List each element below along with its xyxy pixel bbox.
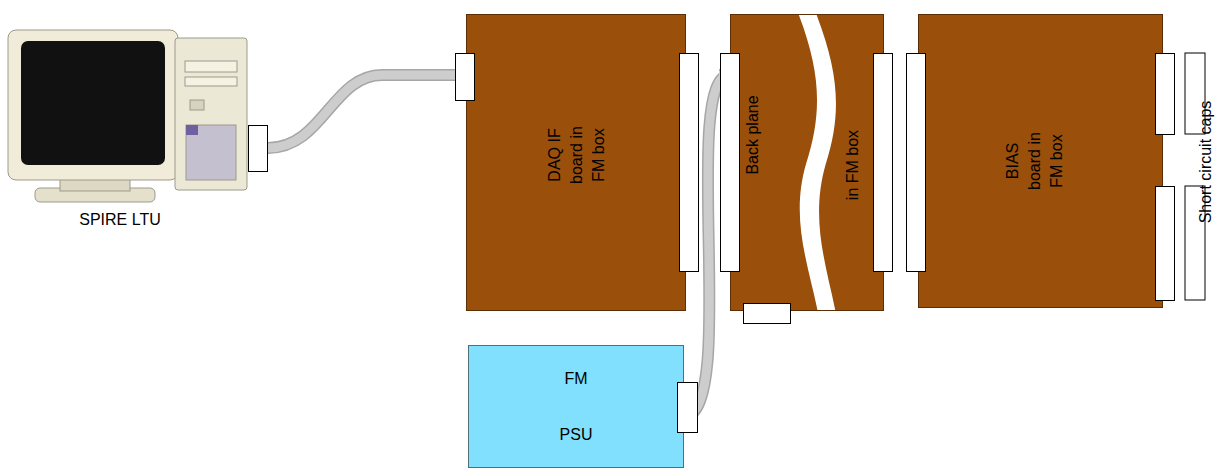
psu-box: FM PSU <box>468 345 684 468</box>
computer-label: SPIRE LTU <box>0 209 240 231</box>
connector <box>720 53 740 272</box>
side-label: Short circuit caps <box>1195 101 1217 224</box>
board-label: in FM box <box>842 130 864 200</box>
connector <box>677 382 698 433</box>
psu-label: FM PSU <box>554 351 598 463</box>
connector <box>873 53 893 272</box>
board-label: Back plane <box>742 95 764 174</box>
board-box: DAQ IF board in FM box <box>466 14 686 311</box>
computer-illustration <box>0 25 268 237</box>
connector <box>906 53 926 272</box>
connector <box>1155 53 1175 135</box>
board-label: DAQ IF board in FM box <box>544 126 610 184</box>
cable-body <box>268 75 455 148</box>
connector <box>455 53 475 101</box>
board-label: BIAS board in FM box <box>1002 132 1068 190</box>
connector <box>743 303 791 324</box>
connector <box>248 125 268 172</box>
connector <box>1155 186 1175 301</box>
cable <box>268 75 455 148</box>
connector <box>679 53 699 272</box>
board-box: BIAS board in FM box <box>918 14 1163 308</box>
backplane-box: Back plane in FM box <box>730 14 884 311</box>
computer: SPIRE LTU <box>0 25 268 237</box>
cable-outline <box>268 75 455 148</box>
